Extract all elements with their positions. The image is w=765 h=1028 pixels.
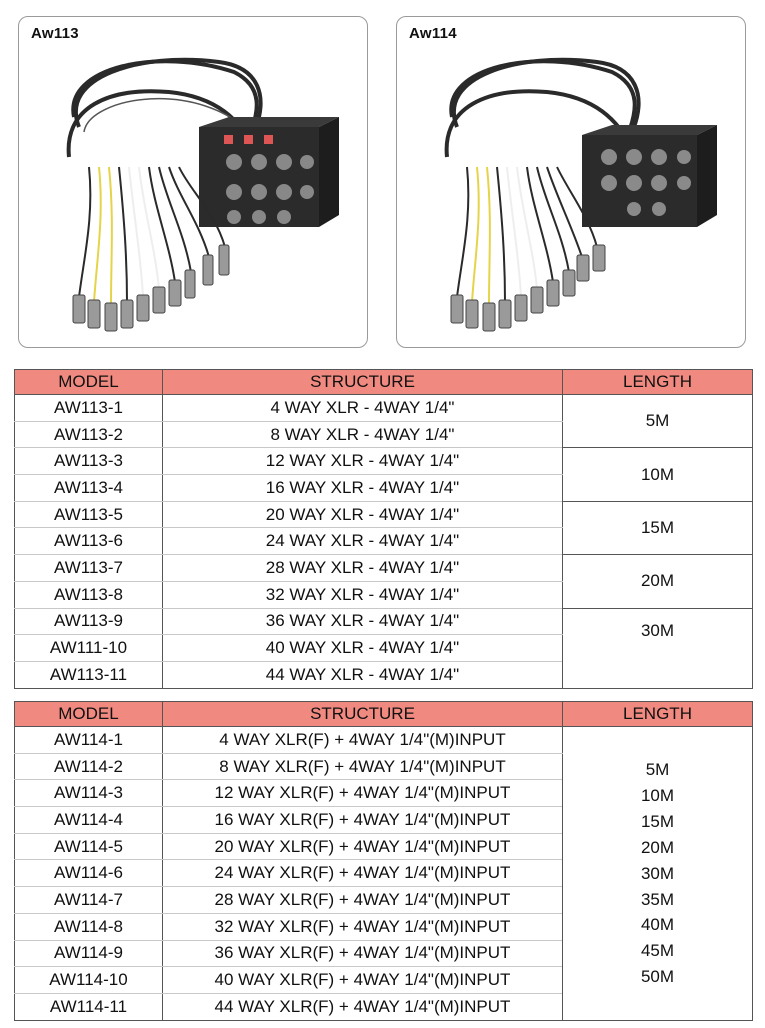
length-value: 35M [640,889,675,909]
length-value: 15M [640,811,675,831]
structure-cell: 16 WAY XLR(F) + 4WAY 1/4"(M)INPUT [162,806,563,834]
structure-cell: 44 WAY XLR(F) + 4WAY 1/4"(M)INPUT [162,993,563,1021]
product-card-aw113: Aw113 [18,16,368,348]
table-row: AW114-6 24 WAY XLR(F) + 4WAY 1/4"(M)INPU… [14,859,753,888]
model-cell: AW113-5 [14,501,163,529]
structure-cell: 20 WAY XLR(F) + 4WAY 1/4"(M)INPUT [162,833,563,861]
table-row: AW114-9 36 WAY XLR(F) + 4WAY 1/4"(M)INPU… [14,940,753,968]
structure-cell: 28 WAY XLR(F) + 4WAY 1/4"(M)INPUT [162,886,563,914]
structure-cell: 8 WAY XLR - 4WAY 1/4" [162,421,563,449]
structure-cell: 4 WAY XLR(F) + 4WAY 1/4"(M)INPUT [162,726,563,754]
structure-cell: 28 WAY XLR - 4WAY 1/4" [162,554,563,582]
length-cell: 30M [562,608,753,689]
structure-cell: 4 WAY XLR - 4WAY 1/4" [162,394,563,422]
table-row: AW113-3 12 WAY XLR - 4WAY 1/4" 10M [14,447,753,502]
table-row: AW111-10 40 WAY XLR - 4WAY 1/4" [14,634,753,662]
length-cell: 5M [562,394,753,449]
table-row: AW114-11 44 WAY XLR(F) + 4WAY 1/4"(M)INP… [14,993,753,1021]
model-cell: AW114-6 [14,859,163,888]
snake-cable-image [66,57,339,332]
table-row: AW114-3 12 WAY XLR(F) + 4WAY 1/4"(M)INPU… [14,779,753,808]
structure-cell: 40 WAY XLR(F) + 4WAY 1/4"(M)INPUT [162,966,563,994]
length-value: 40M [640,915,675,935]
length-value: 10M [640,785,675,805]
structure-cell: 12 WAY XLR(F) + 4WAY 1/4"(M)INPUT [162,779,563,808]
model-cell: AW114-3 [14,779,163,808]
length-value: 45M [640,941,675,961]
product-title: Aw113 [31,25,79,42]
table-row: AW113-1 4 WAY XLR - 4WAY 1/4" 5M [14,394,753,449]
table-row: AW113-7 28 WAY XLR - 4WAY 1/4" 20M [14,554,753,609]
length-cell: 10M [562,447,753,502]
structure-cell: 24 WAY XLR - 4WAY 1/4" [162,527,563,556]
column-header-length: LENGTH [562,701,753,727]
table-header-row: MODEL STRUCTURE LENGTH [14,701,753,727]
model-cell: AW114-10 [14,966,163,994]
length-value: 30M [640,863,675,883]
length-value: 5M [645,760,670,779]
table-row: AW113-11 44 WAY XLR - 4WAY 1/4" [14,661,753,689]
table-row: AW113-2 8 WAY XLR - 4WAY 1/4" [14,421,753,449]
table-row: AW113-6 24 WAY XLR - 4WAY 1/4" [14,527,753,556]
aw114-spec-table: MODEL STRUCTURE LENGTH AW114-1 4 WAY XLR… [14,701,753,1021]
model-cell: AW114-4 [14,806,163,834]
column-header-model: MODEL [14,701,163,727]
length-cell: 15M [562,501,753,556]
model-cell: AW114-2 [14,753,163,781]
length-cell: 20M [562,554,753,609]
model-cell: AW113-8 [14,581,163,609]
structure-cell: 36 WAY XLR(F) + 4WAY 1/4"(M)INPUT [162,940,563,968]
structure-cell: 16 WAY XLR - 4WAY 1/4" [162,474,563,502]
model-cell: AW113-4 [14,474,163,502]
table-row: AW114-2 8 WAY XLR(F) + 4WAY 1/4"(M)INPUT [14,753,753,781]
table-row: AW114-4 16 WAY XLR(F) + 4WAY 1/4"(M)INPU… [14,806,753,834]
table-row: AW114-10 40 WAY XLR(F) + 4WAY 1/4"(M)INP… [14,966,753,994]
table-row: AW114-5 20 WAY XLR(F) + 4WAY 1/4"(M)INPU… [14,833,753,861]
table-row: AW113-5 20 WAY XLR - 4WAY 1/4" 15M [14,501,753,556]
column-header-structure: STRUCTURE [162,701,563,727]
model-cell: AW113-1 [14,394,163,422]
table-row: AW113-9 36 WAY XLR - 4WAY 1/4" 30M [14,608,753,689]
length-value: 20M [640,837,675,857]
column-header-model: MODEL [14,369,163,395]
model-cell: AW113-2 [14,421,163,449]
table-row: AW114-8 32 WAY XLR(F) + 4WAY 1/4"(M)INPU… [14,913,753,941]
table-row: AW113-8 32 WAY XLR - 4WAY 1/4" [14,581,753,609]
model-cell: AW114-8 [14,913,163,941]
structure-cell: 32 WAY XLR(F) + 4WAY 1/4"(M)INPUT [162,913,563,941]
model-cell: AW114-9 [14,940,163,968]
model-cell: AW113-11 [14,661,163,689]
structure-cell: 32 WAY XLR - 4WAY 1/4" [162,581,563,609]
length-value: 50M [640,967,675,987]
aw113-spec-table: MODEL STRUCTURE LENGTH AW113-1 4 WAY XLR… [14,369,753,689]
table-row: AW114-7 28 WAY XLR(F) + 4WAY 1/4"(M)INPU… [14,886,753,914]
snake-cable-image [444,57,717,332]
structure-cell: 36 WAY XLR - 4WAY 1/4" [162,608,563,636]
structure-cell: 24 WAY XLR(F) + 4WAY 1/4"(M)INPUT [162,859,563,888]
table-row: AW114-1 4 WAY XLR(F) + 4WAY 1/4"(M)INPUT… [14,726,753,1021]
structure-cell: 40 WAY XLR - 4WAY 1/4" [162,634,563,662]
structure-cell: 12 WAY XLR - 4WAY 1/4" [162,447,563,476]
model-cell: AW114-7 [14,886,163,914]
model-cell: AW111-10 [14,634,163,662]
length-list-cell: 5M 10M 15M 20M 30M 35M 40M 45M 50M [562,726,753,1021]
model-cell: AW114-5 [14,833,163,861]
structure-cell: 8 WAY XLR(F) + 4WAY 1/4"(M)INPUT [162,753,563,781]
table-row: AW113-4 16 WAY XLR - 4WAY 1/4" [14,474,753,502]
model-cell: AW113-9 [14,608,163,636]
table-header-row: MODEL STRUCTURE LENGTH [14,369,753,395]
structure-cell: 20 WAY XLR - 4WAY 1/4" [162,501,563,529]
model-cell: AW114-1 [14,726,163,754]
model-cell: AW113-3 [14,447,163,476]
product-title: Aw114 [409,25,457,42]
structure-cell: 44 WAY XLR - 4WAY 1/4" [162,661,563,689]
model-cell: AW113-7 [14,554,163,582]
column-header-structure: STRUCTURE [162,369,563,395]
model-cell: AW114-11 [14,993,163,1021]
column-header-length: LENGTH [562,369,753,395]
product-card-aw114: Aw114 [396,16,746,348]
model-cell: AW113-6 [14,527,163,556]
